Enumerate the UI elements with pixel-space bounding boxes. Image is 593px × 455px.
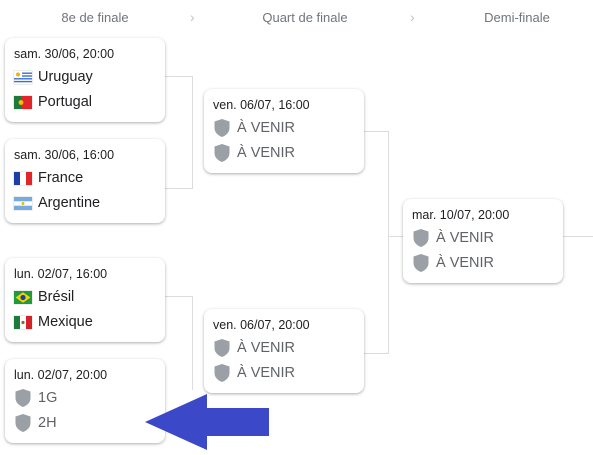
shield-icon [14,388,32,408]
team-row: Portugal [14,92,92,112]
team-name: À VENIR [237,340,296,356]
team-name: À VENIR [436,230,495,246]
brazil-flag-icon [14,290,32,304]
match-date: ven. 06/07, 16:00 [213,98,310,112]
shield-icon [213,363,231,383]
match-date: sam. 30/06, 20:00 [14,47,115,61]
team-name: Portugal [38,94,93,110]
shield-icon [14,413,32,433]
team-name: À VENIR [436,255,495,271]
shield-icon [213,143,231,163]
match-card-r16-2[interactable]: sam. 30/06, 16:00 France Argentine [5,139,165,223]
chevron-right-icon: › [190,9,195,25]
match-date: mar. 10/07, 20:00 [412,208,510,222]
match-date: ven. 06/07, 20:00 [213,318,310,332]
team-name: À VENIR [237,365,296,381]
match-card-sf-1[interactable]: mar. 10/07, 20:00 À VENIR À VENIR [403,199,563,283]
team-name: À VENIR [237,145,296,161]
team-row: Mexique [14,312,93,332]
team-row: À VENIR [412,253,494,273]
team-row: À VENIR [412,228,494,248]
match-date: lun. 02/07, 16:00 [14,267,108,281]
match-date: lun. 02/07, 20:00 [14,368,108,382]
round-title-sf[interactable]: Demi-finale [484,10,550,25]
shield-icon [213,118,231,138]
shield-icon [213,338,231,358]
chevron-right-icon: › [410,9,415,25]
team-name: Brésil [38,289,75,305]
team-name: France [38,170,84,186]
team-row: À VENIR [213,338,295,358]
match-card-r16-3[interactable]: lun. 02/07, 16:00 Brésil Mexique [5,258,165,342]
france-flag-icon [14,171,32,185]
match-card-qf-1[interactable]: ven. 06/07, 16:00 À VENIR À VENIR [204,89,364,173]
team-row: À VENIR [213,118,295,138]
team-name: 1G [38,390,58,406]
shield-icon [412,228,430,248]
shield-icon [412,253,430,273]
match-card-qf-2[interactable]: ven. 06/07, 20:00 À VENIR À VENIR [204,309,364,393]
team-row: France [14,168,83,188]
round-title-r16[interactable]: 8e de finale [61,10,129,25]
team-name: 2H [38,415,57,431]
argentina-flag-icon [14,196,32,210]
match-card-r16-1[interactable]: sam. 30/06, 20:00 Uruguay Portugal [5,38,165,122]
team-row: 2H [14,413,57,433]
team-row: Uruguay [14,67,93,87]
team-row: Brésil [14,287,74,307]
team-row: À VENIR [213,143,295,163]
round-title-qf[interactable]: Quart de finale [262,10,348,25]
team-row: Argentine [14,193,100,213]
team-name: À VENIR [237,120,296,136]
portugal-flag-icon [14,95,32,109]
team-row: 1G [14,388,57,408]
match-date: sam. 30/06, 16:00 [14,148,115,162]
team-name: Mexique [38,314,93,330]
match-card-r16-4[interactable]: lun. 02/07, 20:00 1G 2H [5,359,165,443]
annotation-arrow-icon [145,394,270,455]
uruguay-flag-icon [14,70,32,84]
team-name: Argentine [38,195,101,211]
team-name: Uruguay [38,69,93,85]
team-row: À VENIR [213,363,295,383]
mexico-flag-icon [14,315,32,329]
